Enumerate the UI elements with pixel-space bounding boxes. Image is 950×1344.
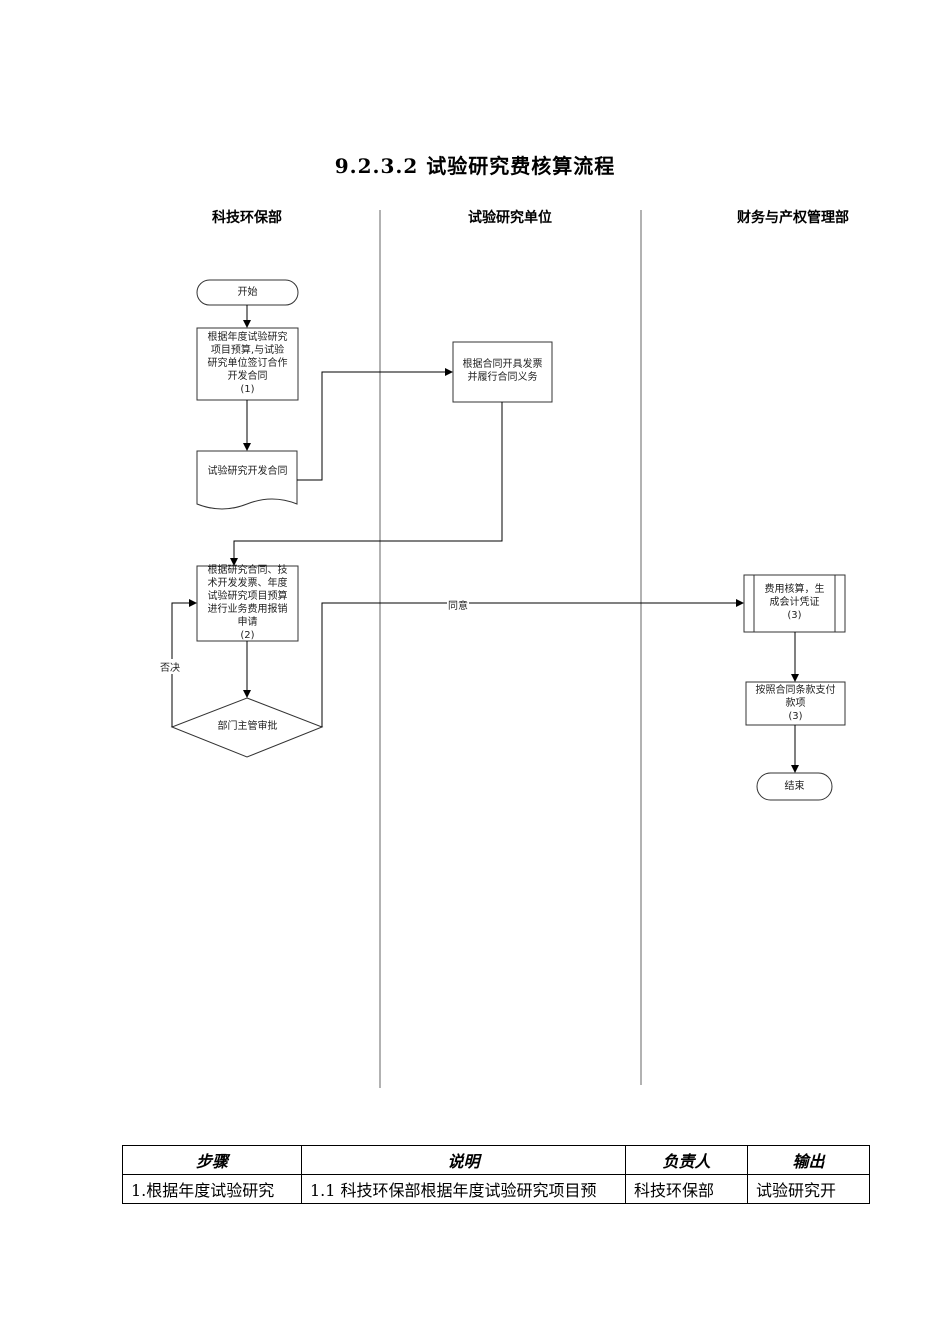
table-cell: 科技环保部 xyxy=(625,1174,748,1204)
end-label: 结束 xyxy=(784,781,805,792)
col-header-output: 输出 xyxy=(747,1145,870,1175)
accounting-line: 费用核算，生 xyxy=(764,584,825,595)
edge-reject xyxy=(171,599,197,727)
table-cell: 1.1 科技环保部根据年度试验研究项目预 xyxy=(301,1174,626,1204)
contract-document-shape xyxy=(196,450,298,510)
steps-table: 步骤 说明 负责人 输出 1.根据年度试验研究 1.1 科技环保部根据年度试验研… xyxy=(122,1145,870,1204)
unit-invoice-text: 根据合同开具发票 并履行合同义务 xyxy=(453,358,552,384)
step1-text: 根据年度试验研究 项目预算,与试验 研究单位签订合作 开发合同 (1) xyxy=(197,331,298,396)
step1-box xyxy=(196,327,299,401)
table-cell: 试验研究开 xyxy=(747,1174,870,1204)
step1-line: 研究单位签订合作 xyxy=(207,358,288,369)
step2-line: 术开发发票、年度 xyxy=(207,578,288,589)
payment-line: 款项 xyxy=(785,698,806,709)
accounting-line: 成会计凭证 xyxy=(769,597,820,608)
decision-label: 部门主管审批 xyxy=(217,721,278,732)
accounting-number: (3) xyxy=(787,610,802,621)
payment-text: 按照合同条款支付 款项 (3) xyxy=(746,684,845,723)
payment-box xyxy=(745,681,846,726)
step2-text: 根据研究合同、技 术开发发票、年度 试验研究项目预算 进行业务费用报销 申请 (… xyxy=(197,564,298,642)
step2-box xyxy=(196,565,299,642)
approval-decision xyxy=(170,697,324,758)
col-header-owner: 负责人 xyxy=(625,1145,748,1175)
edge-label-agree: 同意 xyxy=(447,597,469,612)
lane-header-finance: 财务与产权管理部 xyxy=(737,210,849,226)
step2-line: 试验研究项目预算 xyxy=(207,591,288,602)
step1-number: (1) xyxy=(240,384,255,395)
lane-header-research-unit: 试验研究单位 xyxy=(468,210,552,226)
step2-line: 根据研究合同、技 xyxy=(207,565,288,576)
start-label: 开始 xyxy=(237,287,258,298)
end-node xyxy=(756,772,833,801)
page-title: 9.2.3.2 试验研究费核算流程 xyxy=(334,154,616,178)
edge-label-reject: 否决 xyxy=(160,659,180,674)
edge-unit-step2 xyxy=(230,402,503,566)
step2-line: 进行业务费用报销 xyxy=(207,604,288,615)
step2-number: (2) xyxy=(240,630,255,641)
contract-document-label: 试验研究开发合同 xyxy=(207,466,288,477)
step1-line: 开发合同 xyxy=(227,371,268,382)
unit-invoice-box xyxy=(452,341,553,403)
unit-line: 根据合同开具发票 xyxy=(462,359,543,370)
step1-line: 项目预算,与试验 xyxy=(210,345,285,356)
table-header-row: 步骤 说明 负责人 输出 xyxy=(122,1145,870,1175)
table-row: 1.根据年度试验研究 1.1 科技环保部根据年度试验研究项目预 科技环保部 试验… xyxy=(122,1174,870,1204)
step2-line: 申请 xyxy=(237,617,258,628)
edge-doc-unit xyxy=(297,368,453,481)
payment-line: 按照合同条款支付 xyxy=(755,685,836,696)
col-header-step: 步骤 xyxy=(122,1145,302,1175)
lane-header-tech-env: 科技环保部 xyxy=(212,210,282,226)
unit-line: 并履行合同义务 xyxy=(467,372,538,383)
accounting-text: 费用核算，生 成会计凭证 (3) xyxy=(754,583,835,622)
accounting-box xyxy=(743,574,846,633)
edge-agree xyxy=(321,599,744,727)
table-cell: 1.根据年度试验研究 xyxy=(122,1174,302,1204)
payment-number: (3) xyxy=(788,711,803,722)
step1-line: 根据年度试验研究 xyxy=(207,332,288,343)
col-header-description: 说明 xyxy=(301,1145,626,1175)
